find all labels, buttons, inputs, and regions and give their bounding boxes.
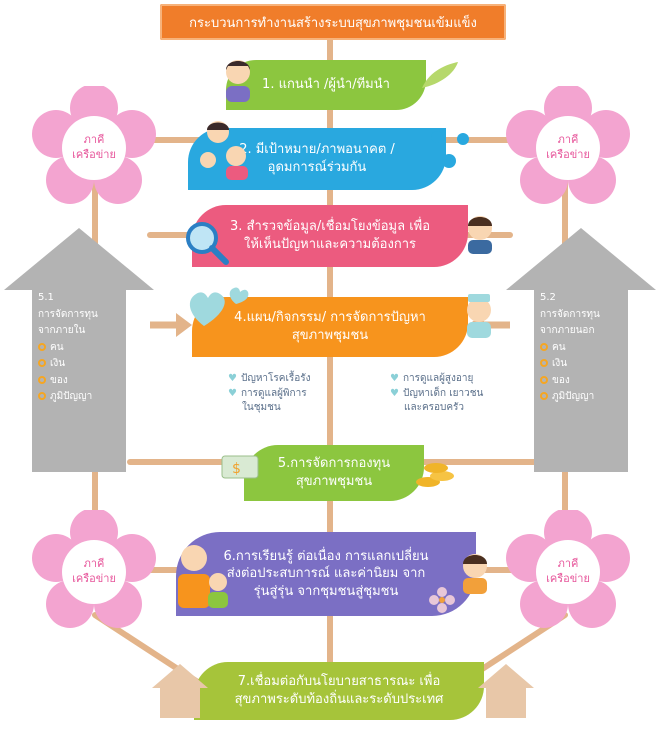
sub-item: การดูแลผู้พิการ [240, 387, 307, 399]
sub-item: ในชุมชน [242, 402, 281, 413]
step-3: 3. สำรวจข้อมูล/เชื่อมโยงข้อมูล เพื่อให้เ… [192, 205, 468, 267]
external-capital-text: 5.2 การจัดการทุน จากภายนอก คน เงิน ของ ภ… [540, 290, 640, 406]
network-flower-bottom-left [32, 510, 156, 628]
network-flower-top-left [32, 86, 156, 204]
external-item: เงิน [540, 356, 640, 373]
nurse-icon [467, 294, 491, 338]
step-7-text: 7.เชื่อมต่อกับนโยบายสาธารณะ เพื่อสุขภาพร… [234, 674, 444, 707]
external-line2: จากภายนอก [540, 325, 595, 336]
man-glasses-icon [468, 216, 492, 254]
grandparent-child-icon [178, 545, 228, 608]
svg-text:$: $ [232, 461, 241, 477]
external-item: ของ [540, 373, 640, 390]
sub-items-left: ♥ปัญหาโรคเรื้อรัง ♥การดูแลผู้พิการ ในชุม… [228, 373, 311, 413]
network-label-top-left: ภาคีเครือข่าย [72, 133, 116, 161]
external-item: ภูมิปัญญา [540, 389, 640, 406]
network-flower-top-right [506, 86, 630, 204]
coins-icon [416, 463, 454, 487]
step-7: 7.เชื่อมต่อกับนโยบายสาธารณะ เพื่อสุขภาพร… [194, 662, 484, 720]
internal-item: คน [38, 340, 138, 357]
step-1-text: 1. แกนนำ /ผู้นำ/ทีมนำ [262, 77, 390, 93]
internal-capital-house [4, 228, 154, 472]
internal-item: ของ [38, 373, 138, 390]
leader-person-icon [226, 60, 250, 102]
step-2-text: 2. มีเป้าหมาย/ภาพอนาคต /อุดมการณ์ร่วมกัน [239, 142, 395, 175]
magnifier-icon [186, 222, 229, 265]
internal-item: ภูมิปัญญา [38, 389, 138, 406]
step-1: 1. แกนนำ /ผู้นำ/ทีมนำ [226, 60, 426, 110]
step-4-text: 4.แผน/กิจกรรม/ การจัดการปัญหาสุขภาพชุมชน [234, 310, 426, 343]
arrow-right-icon [176, 313, 192, 337]
internal-item: เงิน [38, 356, 138, 373]
internal-line2: จากภายใน [38, 325, 86, 336]
sub-item: ปัญหาโรคเรื้อรัง [240, 373, 311, 384]
house-icon [152, 664, 208, 718]
house-icon [478, 664, 534, 718]
internal-capital-text: 5.1 การจัดการทุน จากภายใน คน เงิน ของ ภู… [38, 290, 138, 406]
leaf-icon [422, 62, 458, 88]
sub-item: การดูแลผู้สูงอายุ [402, 373, 474, 384]
external-capital-house [506, 228, 656, 472]
heart-icon [189, 287, 249, 326]
external-number: 5.2 [540, 292, 556, 303]
sub-items-right: ♥การดูแลผู้สูงอายุ ♥ปัญหาเด็ก เยาวชน และ… [390, 373, 484, 413]
network-label-bottom-right: ภาคีเครือข่าย [546, 557, 590, 585]
step-6-text: 6.การเรียนรู้ ต่อเนื่อง การแลกเปลี่ยน ส่… [223, 548, 429, 599]
step-5: 5.การจัดการกองทุน สุขภาพชุมชน [244, 445, 424, 501]
star-flower-icon [431, 131, 469, 168]
step-5-text: 5.การจัดการกองทุน สุขภาพชุมชน [277, 456, 391, 489]
step-3-text: 3. สำรวจข้อมูล/เชื่อมโยงข้อมูล เพื่อให้เ… [229, 219, 431, 252]
money-icon: $ [221, 455, 259, 479]
step-4: 4.แผน/กิจกรรม/ การจัดการปัญหาสุขภาพชุมชน [192, 297, 468, 357]
page-title: กระบวนการทำงานสร้างระบบสุขภาพชุมชนเข้มแข… [160, 4, 506, 40]
external-line1: การจัดการทุน [540, 308, 600, 320]
external-item: คน [540, 340, 640, 357]
flower-icon [429, 587, 455, 613]
internal-line1: การจัดการทุน [38, 308, 98, 320]
sub-item: ปัญหาเด็ก เยาวชน [402, 387, 484, 399]
family-icon [200, 121, 248, 180]
network-label-top-right: ภาคีเครือข่าย [546, 133, 590, 161]
internal-number: 5.1 [38, 292, 54, 303]
network-label-bottom-left: ภาคีเครือข่าย [72, 557, 116, 585]
network-flower-bottom-right [506, 510, 630, 628]
sub-item: และครอบครัว [404, 402, 465, 413]
young-man-icon [463, 554, 487, 594]
